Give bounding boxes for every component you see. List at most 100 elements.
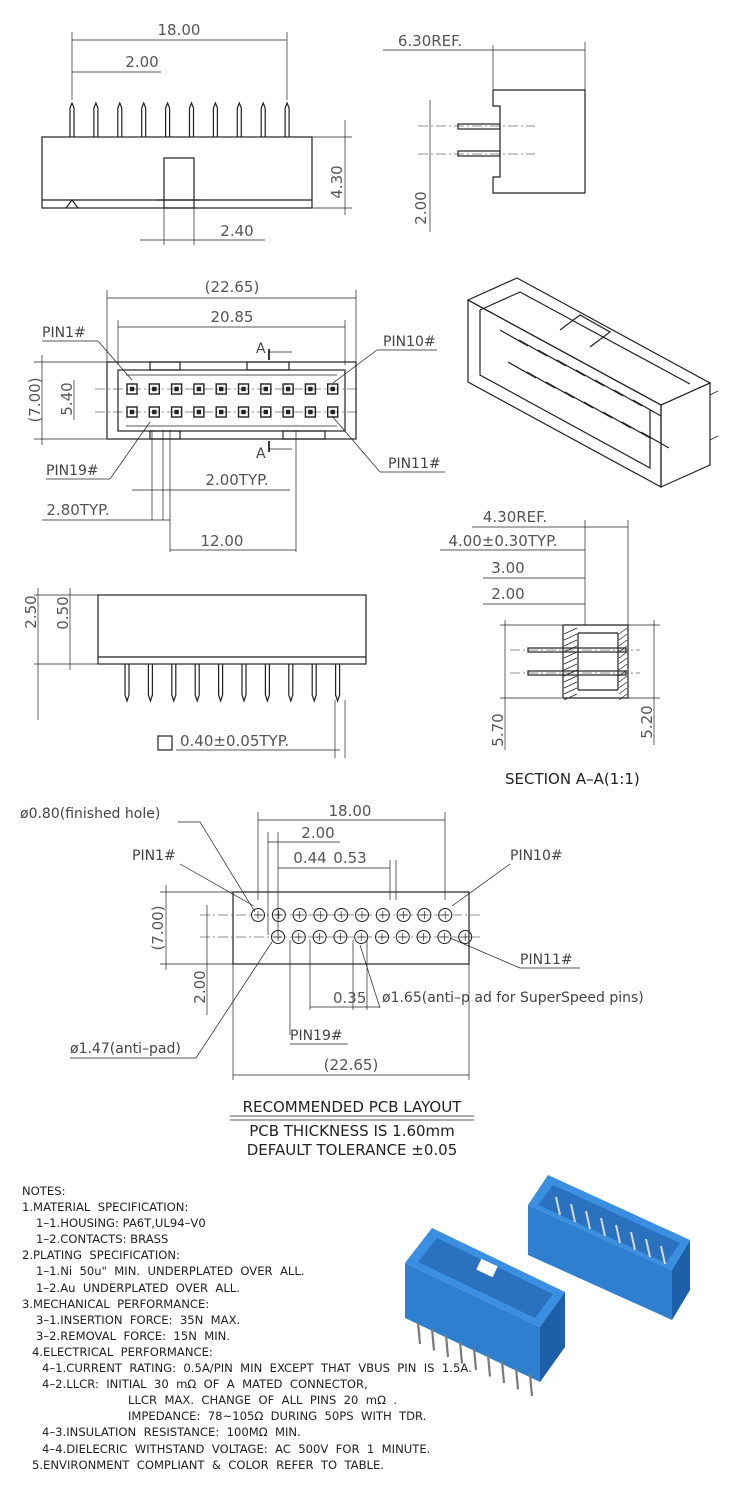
label-pin1: PIN1# bbox=[42, 325, 86, 341]
hatch-line bbox=[563, 645, 578, 653]
pcb-tolerance: DEFAULT TOLERANCE ±0.05 bbox=[247, 1141, 458, 1159]
photo-pin bbox=[630, 1231, 636, 1251]
pcb-hole bbox=[313, 908, 328, 922]
dim-row: 5.40 bbox=[58, 382, 76, 415]
hatch-line bbox=[563, 681, 578, 689]
dim-key: 2.80TYP. bbox=[46, 501, 109, 519]
dim-height: 4.30 bbox=[328, 165, 346, 198]
label-pin1: PIN1# bbox=[132, 848, 176, 864]
pin-core bbox=[308, 409, 313, 415]
iso-pin bbox=[575, 369, 605, 387]
pin-tail bbox=[194, 664, 200, 703]
pin-tail bbox=[311, 664, 317, 703]
section-a-top: A bbox=[256, 341, 266, 357]
dim-c: 3.00 bbox=[491, 559, 524, 577]
iso-pin bbox=[545, 381, 575, 399]
pcb-hole bbox=[312, 930, 327, 944]
photo-pin bbox=[585, 1210, 591, 1230]
iso-pin bbox=[556, 359, 586, 377]
pin-tail bbox=[93, 101, 99, 137]
photo-pin bbox=[570, 1203, 576, 1223]
hatch-line bbox=[563, 657, 578, 665]
photo-pin bbox=[472, 1347, 478, 1371]
pcb-hole bbox=[333, 930, 348, 944]
dim-ref: 4.30REF. bbox=[483, 508, 547, 526]
hatch-line bbox=[618, 639, 628, 647]
pcb-hole bbox=[396, 908, 411, 922]
pin-tail bbox=[124, 664, 130, 703]
photo-pin bbox=[600, 1217, 606, 1237]
hatch-line bbox=[618, 675, 628, 683]
pin-tail bbox=[236, 101, 242, 137]
hatch-line bbox=[618, 633, 628, 641]
note-line: 3.MECHANICAL PERFORMANCE: bbox=[22, 1296, 210, 1311]
dim-044: 0.44 bbox=[293, 849, 326, 867]
hatch-line bbox=[563, 693, 578, 701]
pin-tail bbox=[288, 664, 294, 703]
hatch-line bbox=[563, 663, 578, 671]
hatch-line bbox=[618, 663, 628, 671]
dim-pin: 0.40±0.05TYP. bbox=[180, 732, 289, 750]
isometric-view bbox=[466, 277, 719, 489]
dim-pitch: 2.00 bbox=[301, 824, 334, 842]
hatch-line bbox=[618, 651, 628, 659]
note-line: 4–4.DIELECRIC WITHSTAND VOLTAGE: AC 500V… bbox=[42, 1441, 431, 1456]
iso-pin bbox=[632, 399, 662, 417]
iso-pin bbox=[564, 391, 594, 409]
dim-typ: 4.00±0.30TYP. bbox=[448, 532, 557, 550]
dim-key: 2.40 bbox=[220, 222, 253, 240]
note-line: 3–1.INSERTION FORCE: 35N MAX. bbox=[36, 1312, 241, 1327]
pcb-hole bbox=[416, 930, 431, 944]
section-view: 4.30REF. 4.00±0.30TYP. 3.00 2.00 5.70 5.… bbox=[440, 508, 660, 788]
pcb-hole bbox=[251, 908, 265, 922]
photo-pin bbox=[615, 1224, 621, 1244]
section-a-bottom: A bbox=[256, 446, 266, 462]
label-pin10: PIN10# bbox=[510, 848, 563, 864]
label-pin19: PIN19# bbox=[46, 463, 99, 479]
hatch-line bbox=[563, 633, 578, 641]
hatch-line bbox=[563, 675, 578, 683]
dim-ref: 6.30REF. bbox=[398, 32, 462, 50]
dim-width: (22.65) bbox=[324, 1056, 379, 1074]
iso-pin bbox=[613, 389, 643, 407]
photo-pin bbox=[486, 1354, 492, 1377]
pin-tail bbox=[335, 664, 341, 703]
dim-a: 2.50 bbox=[22, 595, 40, 628]
dim-inner: 20.85 bbox=[211, 308, 254, 326]
dim-d: 2.00 bbox=[491, 585, 524, 603]
label-pin19: PIN19# bbox=[290, 1028, 343, 1044]
note-line: 5.ENVIRONMENT COMPLIANT & COLOR REFER TO… bbox=[32, 1457, 385, 1472]
pcb-hole bbox=[271, 930, 285, 944]
dim-span: 12.00 bbox=[201, 532, 244, 550]
iso-pin bbox=[507, 361, 537, 379]
iso-pin bbox=[518, 339, 548, 357]
label-antipad: ø1.47(anti–pad) bbox=[70, 1041, 181, 1057]
note-line: LLCR MAX. CHANGE OF ALL PINS 20 mΩ . bbox=[128, 1393, 397, 1408]
dim-pitch: 2.00 bbox=[125, 53, 158, 71]
dim-pitch: 2.00TYP. bbox=[205, 471, 268, 489]
hatch-line bbox=[618, 657, 628, 665]
pin-tail bbox=[165, 101, 171, 137]
dim-row: 2.00 bbox=[191, 970, 209, 1003]
note-line: 4.ELECTRICAL PERFORMANCE: bbox=[32, 1344, 213, 1359]
notes-block: NOTES: 1.MATERIAL SPECIFICATION: 1–1.HOU… bbox=[22, 1183, 542, 1473]
pcb-hole bbox=[458, 930, 473, 944]
dim-035: 0.35 bbox=[333, 989, 366, 1007]
pcb-hole bbox=[375, 930, 389, 944]
notes-heading: NOTES: bbox=[22, 1184, 66, 1198]
photo-pin bbox=[444, 1334, 450, 1358]
photo-pin bbox=[430, 1328, 436, 1351]
hatch-line bbox=[618, 693, 628, 701]
dim-overall: 18.00 bbox=[329, 802, 372, 820]
note-line: 1–2.Au UNDERPLATED OVER ALL. bbox=[36, 1280, 240, 1295]
iso-pin bbox=[594, 379, 624, 397]
pin-tail bbox=[241, 664, 247, 703]
pin-tail bbox=[264, 664, 270, 703]
note-line: 1–1.Ni 50u" MIN. UNDERPLATED OVER ALL. bbox=[36, 1264, 305, 1279]
top-plan-view: (22.65) 20.85 A A (7.00) 5.40 PIN1# P bbox=[26, 278, 445, 552]
front-elevation-view: 18.00 2.00 2.40 4.30 bbox=[41, 21, 352, 245]
iso-pin bbox=[602, 411, 632, 429]
pin-core bbox=[308, 386, 313, 392]
photo-pin bbox=[500, 1360, 506, 1384]
photo-pin bbox=[528, 1373, 534, 1397]
